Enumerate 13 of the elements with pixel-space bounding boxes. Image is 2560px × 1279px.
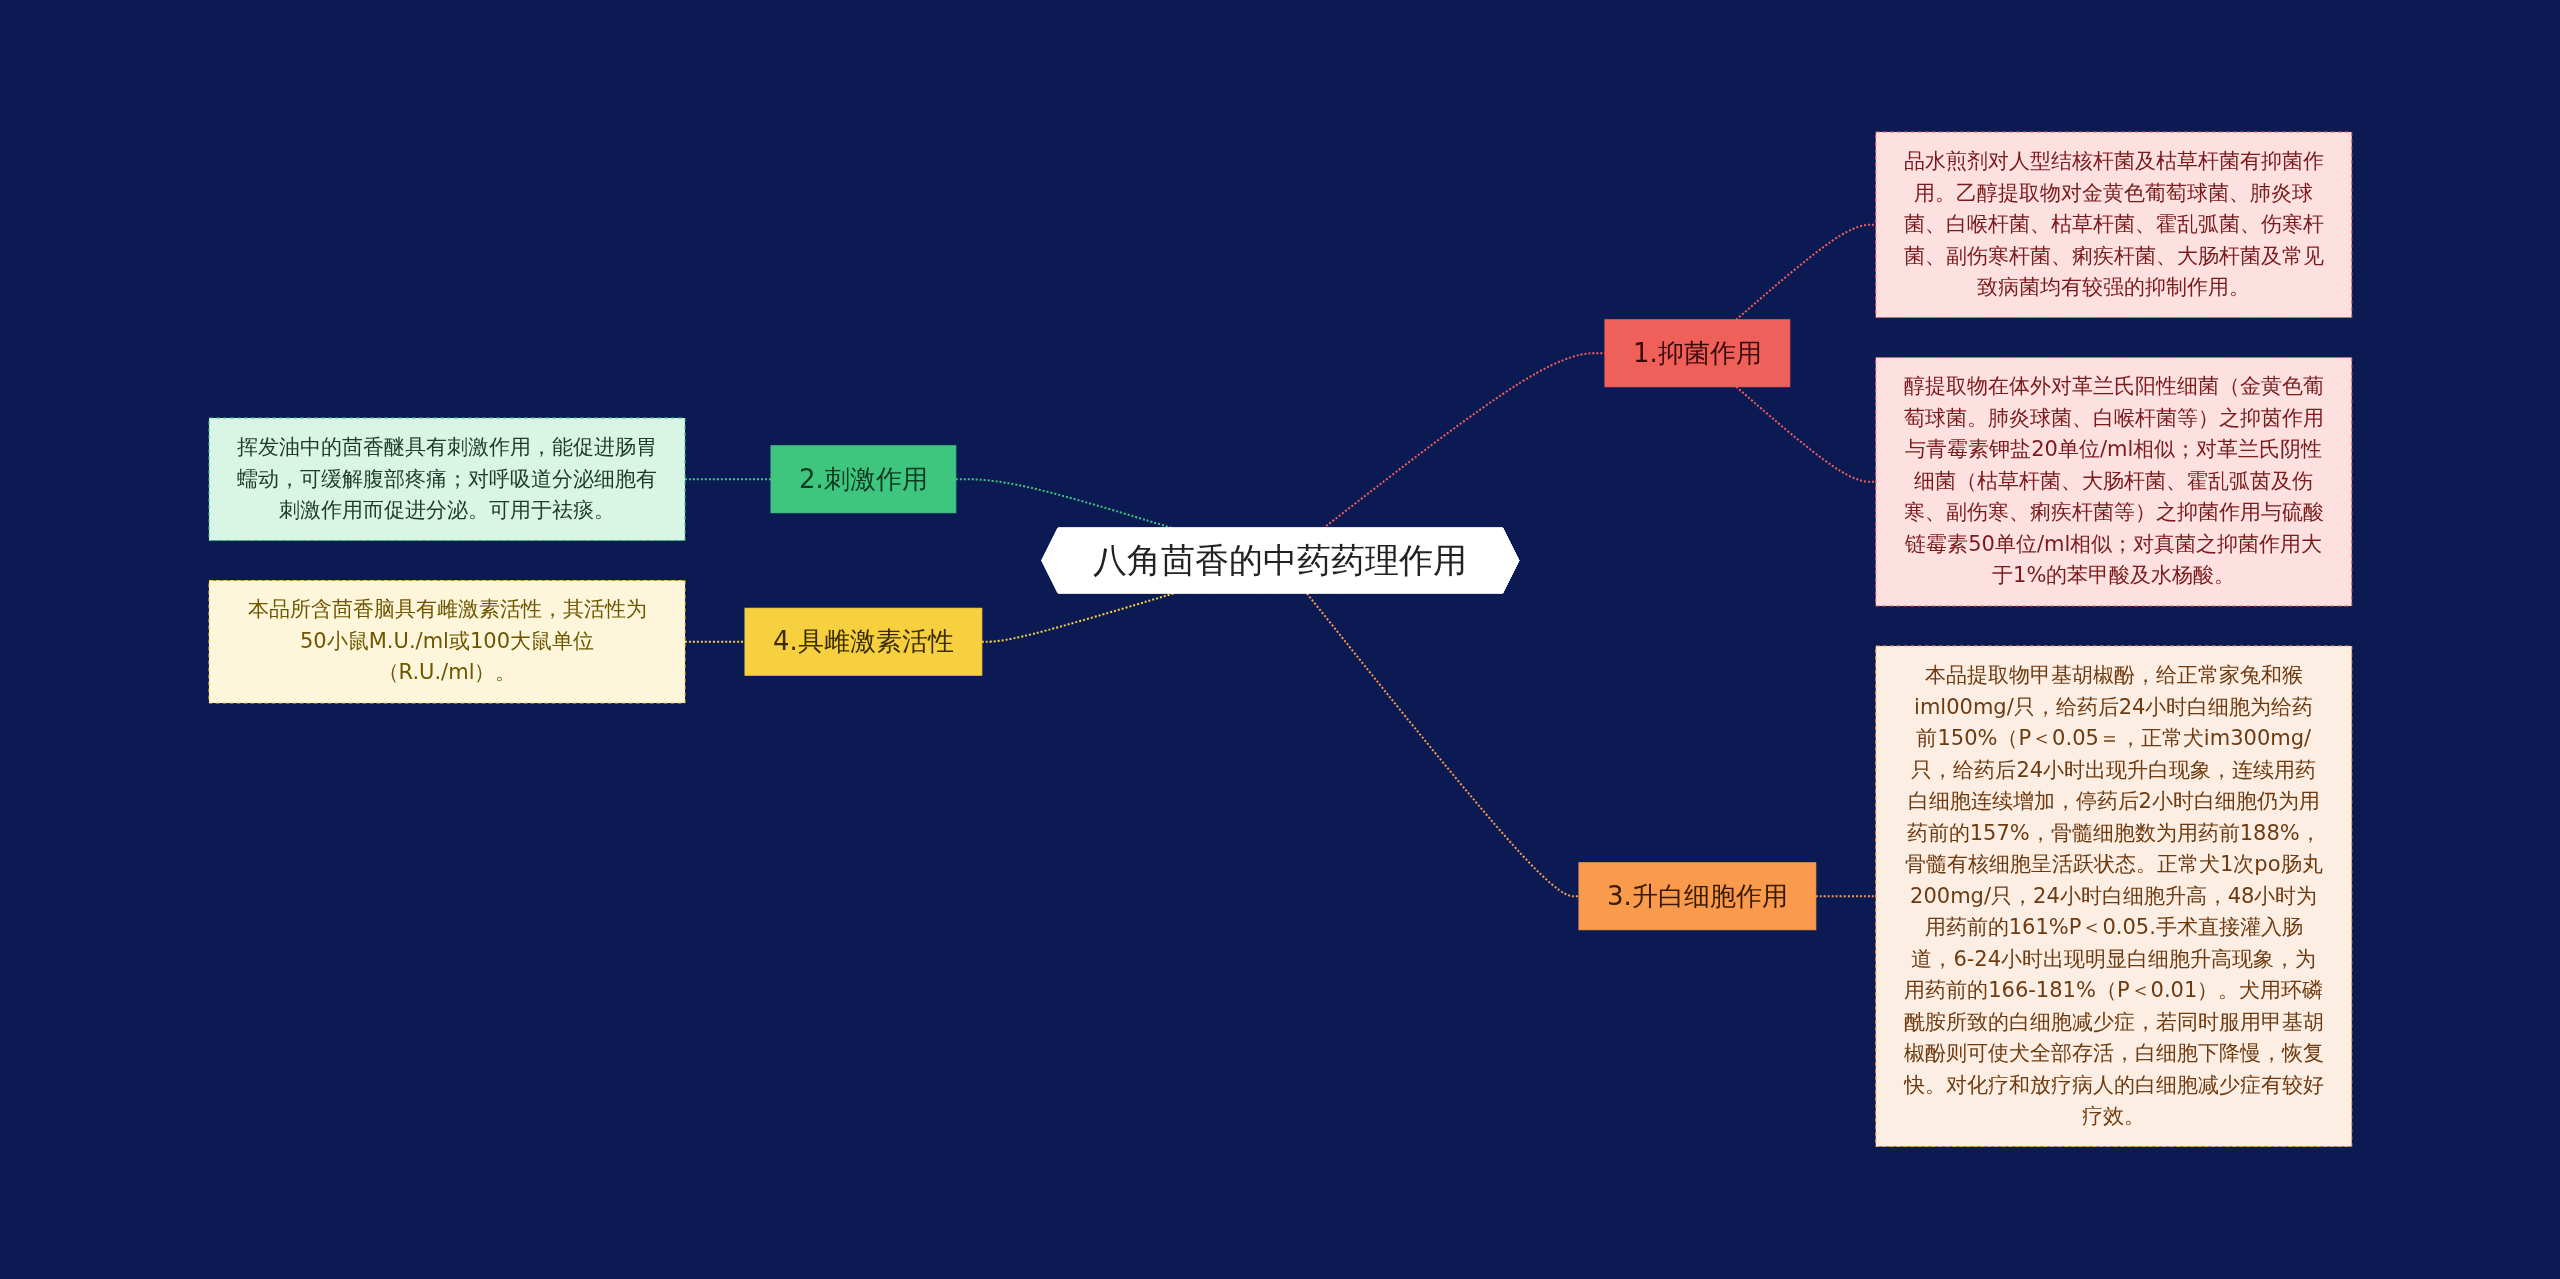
node-box: 本品所含茴香脑具有雌激素活性，其活性为50小鼠M.U./ml或100大鼠单位（R.U./ml）。 bbox=[208, 580, 686, 704]
node-box: 3.升白细胞作用 bbox=[1578, 862, 1816, 931]
node-box: 1.抑菌作用 bbox=[1604, 319, 1790, 388]
node-box: 本品提取物甲基胡椒酚，给正常家兔和猴iml00mg/只，给药后24小时白细胞为给药前150%（P＜0.05＝，正常犬im300mg/只，给药后24小时出现升白现象，连续用药白细胞连续增加，停药后2小时白细胞仍为用药前的157%，骨髓细胞数为用药前188%，骨髓有核细胞呈活跃状态。正常犬1次po肠丸200mg/只，24小时白细胞升高，48小时为用药前的161%P＜0.05.手术直接灌入肠道，6-24小时出现明显白细胞升高现象，为用药前的166-181%（P＜0.01）。犬用环磷酰胺所致的白细胞减少症，若同时服用甲基胡椒酚则可使犬全部存活，白细胞下降慢，恢复快。对化疗和放疗病人的白细胞减少症有较好疗效。 bbox=[1874, 645, 2352, 1148]
connector bbox=[683, 641, 746, 643]
node-box: 品水煎剂对人型结核杆菌及枯草杆菌有抑菌作用。乙醇提取物对金黄色葡萄球菌、肺炎球菌、白喉杆菌、枯草杆菌、霍乱弧菌、伤寒杆菌、副伤寒杆菌、痢疾杆菌、大肠杆菌及常见致病菌均有较强的抑制作用。 bbox=[1874, 131, 2352, 319]
connector bbox=[1734, 224, 1877, 321]
node-box: 挥发油中的茴香醚具有刺激作用，能促进肠胃蠕动，可缓解腹部疼痛；对呼吸道分泌细胞有刺激作用而促进分泌。可用于祛痰。 bbox=[208, 417, 686, 542]
node-box: 2.刺激作用 bbox=[770, 445, 956, 514]
node-box: 醇提取物在体外对革兰氏阳性细菌（金黄色葡萄球菌。肺炎球菌、白喉杆菌等）之抑茵作用与青霉素钾盐20单位/ml相似；对革兰氏阴性细菌（枯草杆菌、大肠杆菌、霍乱弧茵及伤寒、副伤寒、痢疾杆菌等）之抑菌作用与硫酸链霉素50单位/ml相似；对真菌之抑菌作用大于1%的苯甲酸及水杨酸。 bbox=[1874, 357, 2352, 607]
node-box: 4.具雌激素活性 bbox=[744, 608, 982, 676]
connector bbox=[1814, 895, 1877, 898]
connector bbox=[1305, 592, 1580, 898]
